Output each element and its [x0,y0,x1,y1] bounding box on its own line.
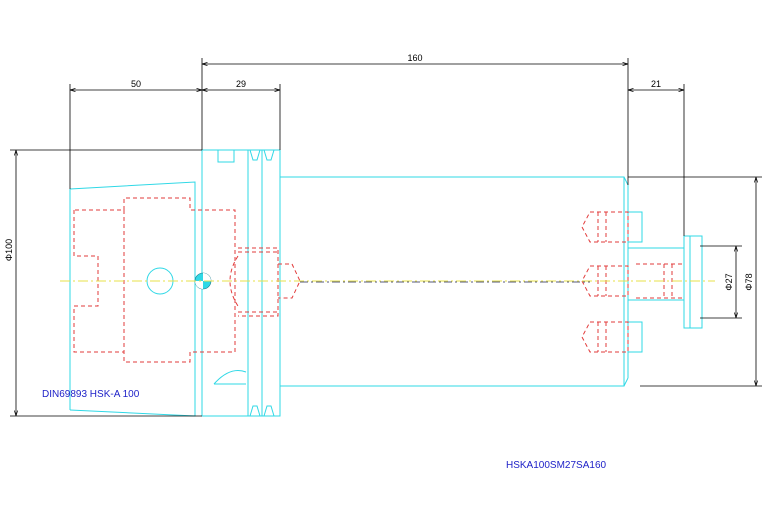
dim-screw-diameter: Φ27 [724,273,734,290]
dim-body-diameter: Φ78 [744,273,754,290]
dim-overall-length: 160 [407,53,422,63]
part-outline [69,149,703,417]
dim-flange-length: 29 [236,79,246,89]
dim-flange-diameter: Φ100 [4,239,14,261]
centerline [60,280,715,283]
dimensions [10,58,762,417]
dim-screw-length: 21 [651,79,661,89]
hidden-lines [73,197,684,363]
standard-label: DIN69893 HSK-A 100 [42,389,140,400]
part-number-label: HSKA100SM27SA160 [506,460,607,471]
dim-taper-length: 50 [131,79,141,89]
